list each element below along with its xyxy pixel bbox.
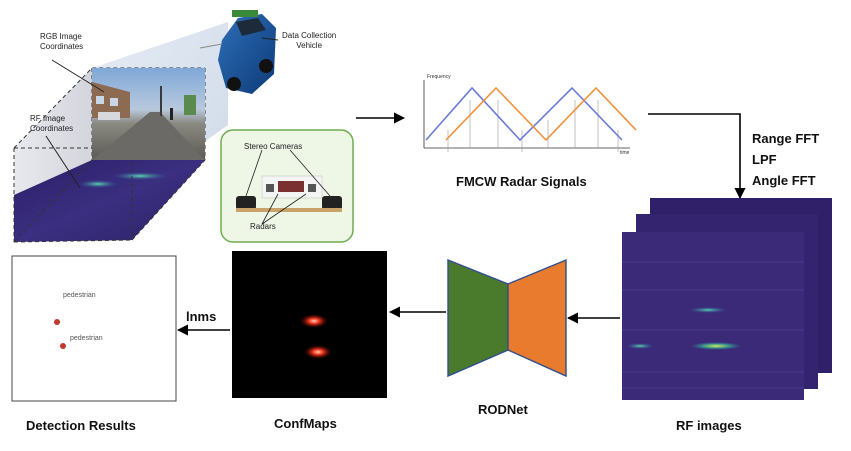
- rgb-image-plane: [92, 68, 205, 160]
- detection-point-2: [60, 343, 66, 349]
- step-lpf: LPF: [752, 152, 777, 167]
- confmap-peak-1: [300, 314, 328, 328]
- sensor-setup-box: [220, 129, 354, 243]
- confmaps-caption: ConfMaps: [274, 416, 337, 431]
- rx-chirp-line: [445, 86, 637, 142]
- rf-label-line1: RF Image: [30, 114, 66, 123]
- fmcw-signal-plot: [423, 80, 637, 152]
- detection-caption: Detection Results: [26, 418, 136, 433]
- detection-label-2: pedestrian: [70, 335, 103, 342]
- tx-chirp-line: [425, 86, 623, 142]
- confmaps-image: [232, 251, 387, 398]
- stereo-cameras-label: Stereo Cameras: [244, 142, 303, 151]
- rodnet-network: [447, 258, 567, 378]
- step-range-fft: Range FFT: [752, 131, 820, 146]
- detection-results-panel: [11, 255, 177, 402]
- detection-point-1: [54, 319, 60, 325]
- detection-label-1: pedestrian: [63, 292, 96, 299]
- rgb-coordinates-label: RGB Image Coordinates: [40, 32, 83, 52]
- confmap-peak-2: [304, 345, 332, 359]
- radars-label: Radars: [250, 222, 276, 231]
- data-collection-vehicle: [199, 10, 276, 94]
- flow-arrows: [176, 112, 746, 336]
- lnms-label: lnms: [186, 309, 217, 324]
- step-angle-fft: Angle FFT: [752, 173, 816, 188]
- processing-steps: Range FFT LPF Angle FFT: [752, 128, 819, 191]
- rodnet-caption: RODNet: [478, 402, 528, 417]
- rf-label-line2: Coordinates: [30, 124, 74, 133]
- rgb-label-line2: Coordinates: [40, 42, 84, 51]
- fmcw-caption: FMCW Radar Signals: [456, 174, 587, 189]
- rf-images-caption: RF images: [676, 418, 742, 433]
- vehicle-label-line1: Data Collection: [282, 31, 337, 40]
- scene-leader-lines: [45, 37, 279, 189]
- rf-images-stack: [622, 198, 832, 400]
- rgb-label-line1: RGB Image: [40, 32, 82, 41]
- fmcw-x-axis-label: time: [620, 150, 630, 156]
- rf-coordinates-label: RF Image Coordinates: [30, 114, 73, 134]
- arrow-fmcw-to-rf: [648, 113, 746, 200]
- fmcw-y-axis-label: Frequency: [427, 74, 451, 80]
- vehicle-label: Data Collection Vehicle: [282, 31, 336, 51]
- vehicle-label-line2: Vehicle: [296, 41, 323, 50]
